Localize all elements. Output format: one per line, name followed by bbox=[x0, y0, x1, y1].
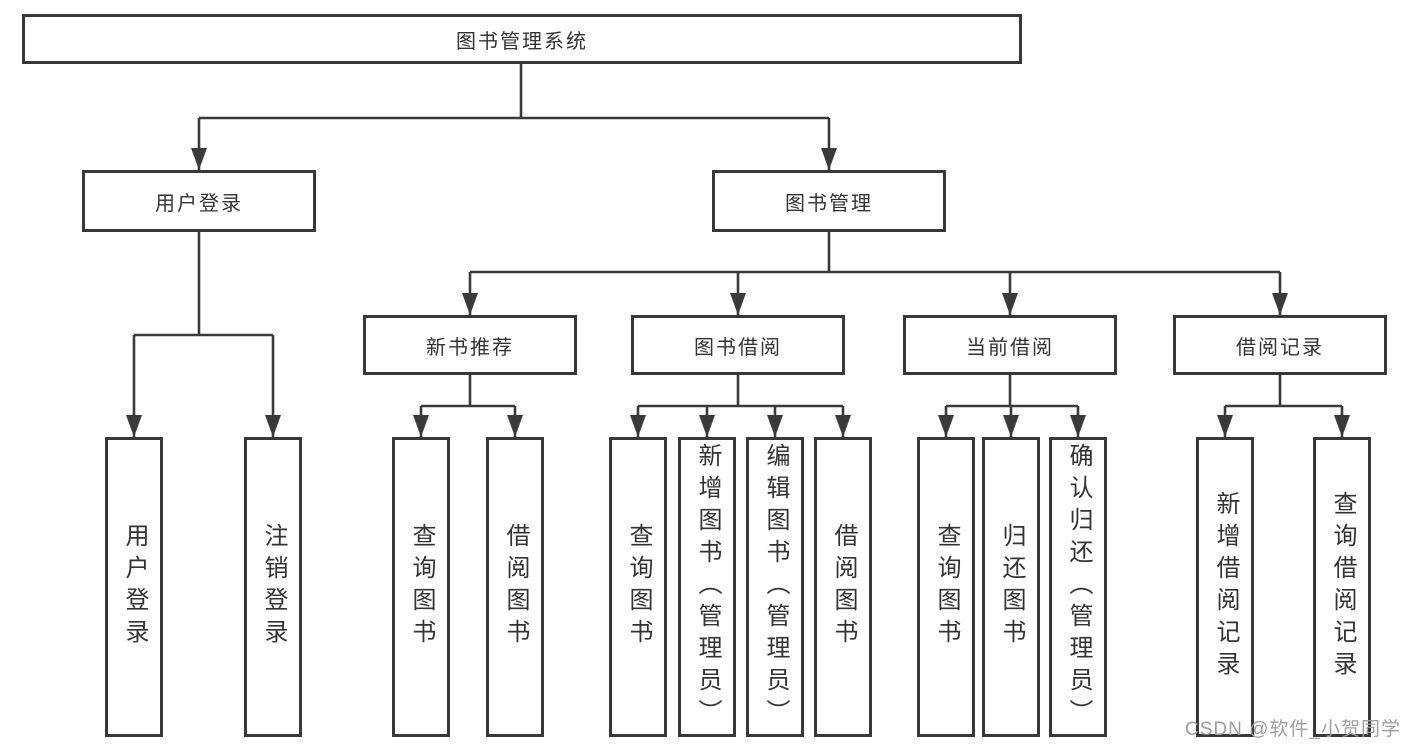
leaf-bb-query-books: 查询图书 bbox=[609, 437, 667, 737]
leaf-br-add-record: 新增借阅记录 bbox=[1196, 437, 1254, 737]
leaf-cb-query-books: 查询图书 bbox=[917, 437, 975, 737]
leaf-br-query-record: 查询借阅记录 bbox=[1313, 437, 1371, 737]
leaf-cb-confirm-return-admin: 确认归还（管理员） bbox=[1049, 437, 1107, 737]
node-new-book-recommend: 新书推荐 bbox=[363, 315, 577, 375]
leaf-bb-borrow-books: 借阅图书 bbox=[814, 437, 872, 737]
node-book-management: 图书管理 bbox=[712, 170, 946, 232]
leaf-cb-return-books: 归还图书 bbox=[982, 437, 1040, 737]
node-book-borrowing: 图书借阅 bbox=[631, 315, 845, 375]
node-borrowing-records: 借阅记录 bbox=[1173, 315, 1387, 375]
node-current-borrowing: 当前借阅 bbox=[903, 315, 1117, 375]
node-library-system: 图书管理系统 bbox=[22, 14, 1022, 64]
node-user-login: 用户登录 bbox=[82, 170, 316, 232]
leaf-nbr-borrow-books: 借阅图书 bbox=[486, 437, 544, 737]
csdn-watermark: CSDN @软件_小贺同学 bbox=[1185, 719, 1401, 740]
leaf-bb-edit-books-admin: 编辑图书（管理员） bbox=[746, 437, 804, 737]
leaf-bb-add-books-admin: 新增图书（管理员） bbox=[678, 437, 736, 737]
leaf-user-login: 用户登录 bbox=[105, 437, 163, 737]
leaf-nbr-query-books: 查询图书 bbox=[392, 437, 450, 737]
leaf-logout-login: 注销登录 bbox=[244, 437, 302, 737]
